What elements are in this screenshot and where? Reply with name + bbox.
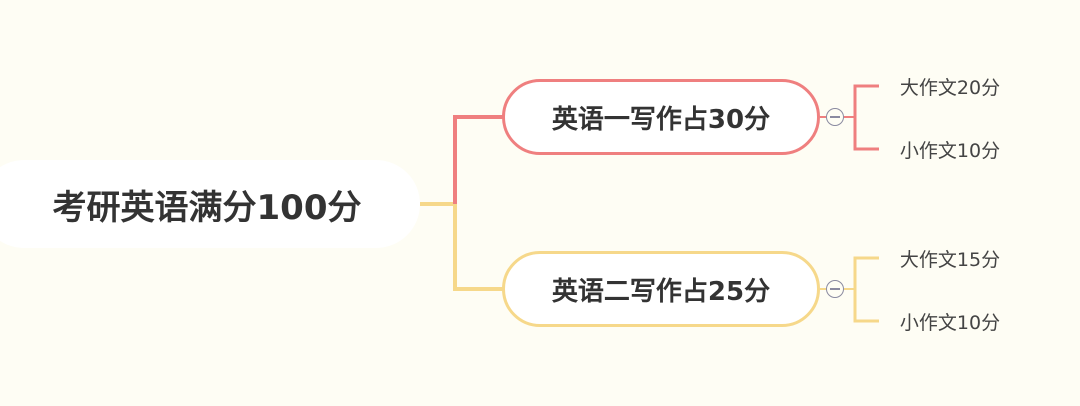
leaf-node-large-essay-1[interactable]: 大作文20分 xyxy=(899,76,1001,99)
branch-node-english-1[interactable]: 英语一写作占30分 xyxy=(502,79,820,155)
branch-connector-2 xyxy=(453,204,503,291)
collapse-toggle-icon[interactable] xyxy=(826,108,844,126)
leaf-bracket-1 xyxy=(853,84,879,151)
leaf-bracket-2 xyxy=(853,256,879,323)
leaf-node-large-essay-2[interactable]: 大作文15分 xyxy=(899,248,1001,271)
root-node[interactable]: 考研英语满分100分 xyxy=(0,160,420,248)
leaf-node-small-essay-1[interactable]: 小作文10分 xyxy=(899,139,1001,162)
leaf-node-small-essay-2[interactable]: 小作文10分 xyxy=(899,311,1001,334)
branch-node-english-2[interactable]: 英语二写作占25分 xyxy=(502,251,820,327)
branch-connector-1 xyxy=(453,115,503,204)
collapse-toggle-icon[interactable] xyxy=(826,280,844,298)
